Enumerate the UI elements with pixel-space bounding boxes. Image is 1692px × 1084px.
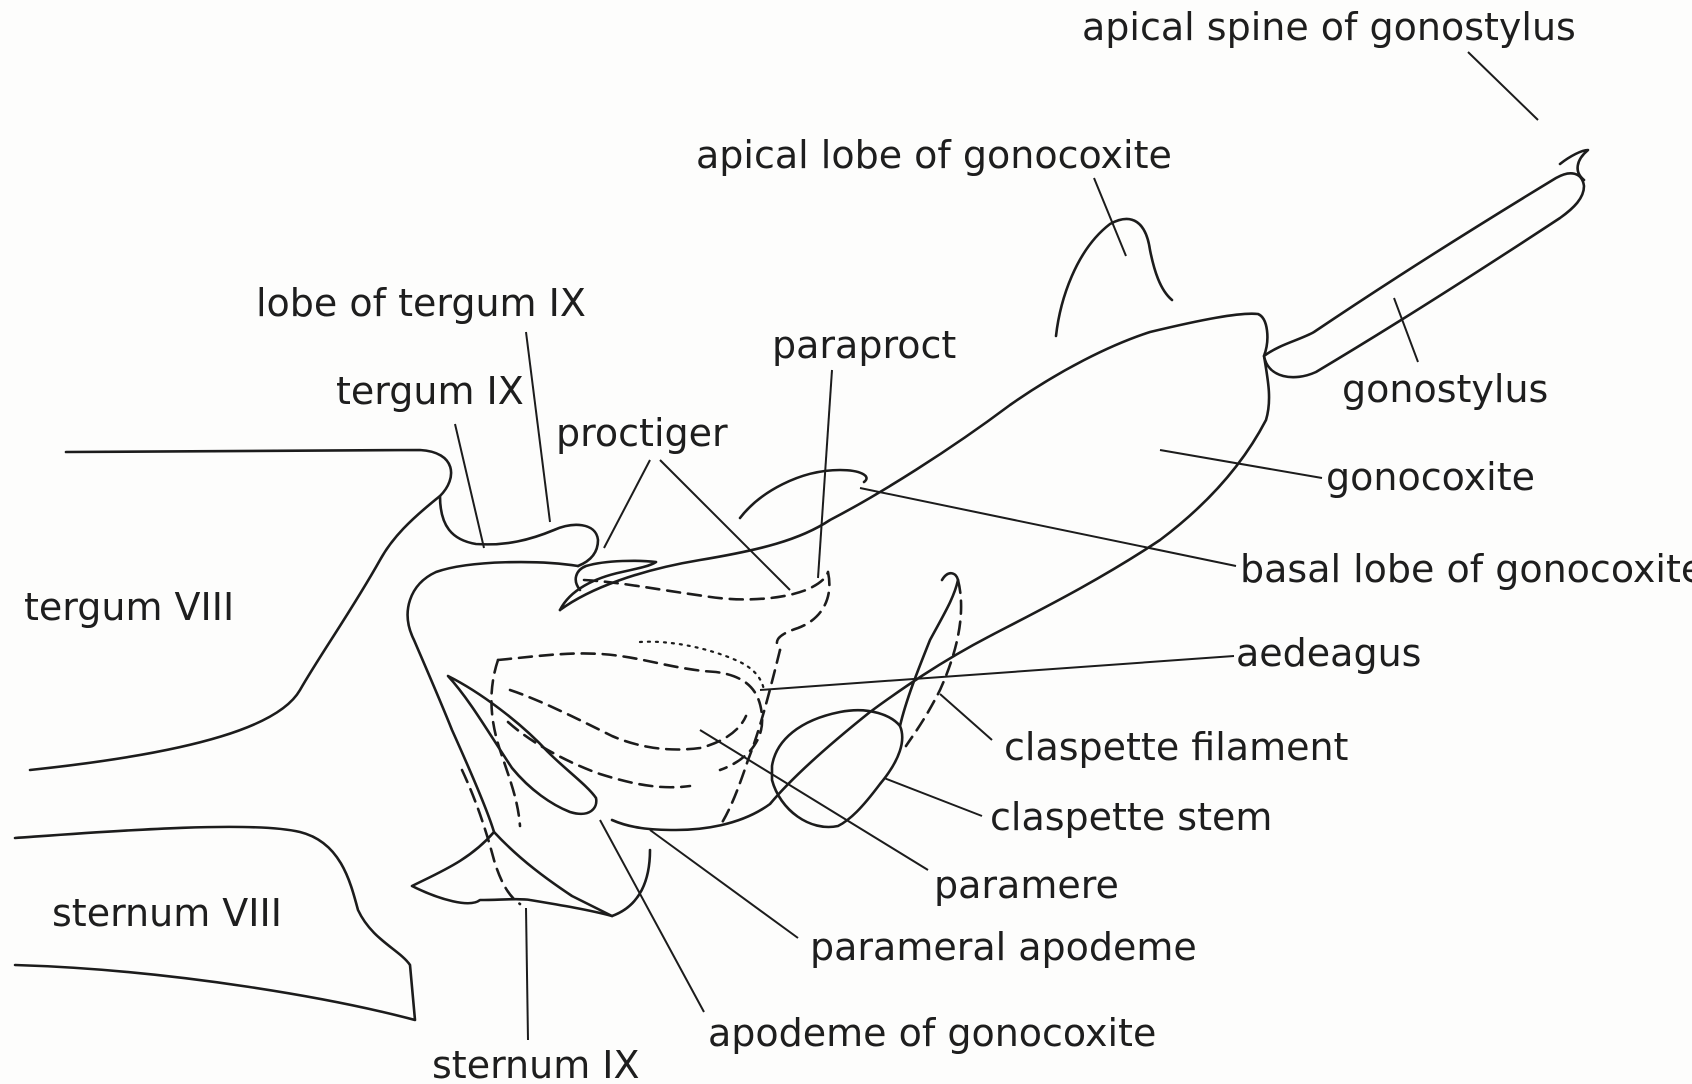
label-parameral-apodeme: parameral apodeme bbox=[810, 925, 1197, 969]
label-sternum-ix: sternum IX bbox=[432, 1043, 640, 1084]
label-paramere: paramere bbox=[934, 863, 1119, 907]
parameral-apodeme-dashed bbox=[508, 722, 690, 787]
leader-claspette-filament bbox=[940, 694, 992, 740]
leader-basal-lobe bbox=[860, 488, 1236, 566]
label-paraproct: paraproct bbox=[772, 323, 956, 367]
leader-proctiger-b bbox=[660, 460, 790, 590]
label-apical-lobe-of-gonocoxite: apical lobe of gonocoxite bbox=[696, 133, 1172, 177]
leader-gonocoxite bbox=[1160, 450, 1322, 478]
apical-lobe-outline bbox=[1056, 219, 1172, 336]
label-apodeme-of-gonocoxite: apodeme of gonocoxite bbox=[708, 1011, 1156, 1055]
label-gonostylus: gonostylus bbox=[1342, 367, 1548, 411]
sternum-ix-inner-outline bbox=[448, 676, 596, 814]
leader-proctiger-a bbox=[604, 460, 650, 548]
leader-parameral-apodeme bbox=[650, 830, 798, 938]
label-tergum-viii: tergum VIII bbox=[24, 585, 234, 629]
label-aedeagus: aedeagus bbox=[1236, 631, 1421, 675]
label-claspette-stem: claspette stem bbox=[990, 795, 1272, 839]
leader-apical-spine bbox=[1468, 52, 1538, 120]
label-sternum-viii: sternum VIII bbox=[52, 891, 282, 935]
label-basal-lobe-of-gonocoxite: basal lobe of gonocoxite bbox=[1240, 547, 1692, 591]
leader-paraproct bbox=[818, 370, 832, 578]
claspette-stem-outline bbox=[772, 710, 902, 827]
claspette-dashed bbox=[906, 580, 961, 746]
leader-claspette-stem bbox=[884, 778, 982, 816]
label-claspette-filament: claspette filament bbox=[1004, 725, 1348, 769]
paraproct-dashed bbox=[584, 572, 829, 650]
paramere-dashed bbox=[510, 690, 746, 750]
gonostylus-outline bbox=[1264, 173, 1584, 377]
leader-gonostylus bbox=[1394, 298, 1418, 362]
label-tergum-ix: tergum IX bbox=[336, 369, 524, 413]
label-proctiger: proctiger bbox=[556, 411, 728, 455]
tergum-ix-outline bbox=[440, 496, 598, 566]
paraproct-lower-dashed bbox=[720, 650, 780, 826]
leader-tergum-ix bbox=[455, 424, 484, 548]
label-apical-spine-of-gonostylus: apical spine of gonostylus bbox=[1082, 5, 1576, 49]
label-lobe-of-tergum-ix: lobe of tergum IX bbox=[256, 281, 586, 325]
leader-sternum-ix bbox=[526, 908, 528, 1040]
aedeagus-dashed bbox=[498, 653, 762, 770]
label-gonocoxite: gonocoxite bbox=[1326, 455, 1535, 499]
leader-apical-lobe bbox=[1094, 178, 1126, 256]
leader-lobe-tergum-ix bbox=[526, 332, 550, 522]
leader-aedeagus bbox=[760, 656, 1234, 690]
